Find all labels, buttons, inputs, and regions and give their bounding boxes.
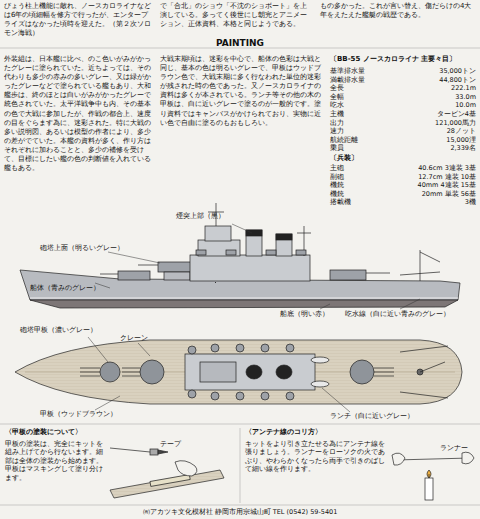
spec-cell: 44,800トン xyxy=(392,76,476,84)
spec-cell: 機銃 xyxy=(330,190,370,198)
part-label: 煙突上部（黒） xyxy=(176,212,256,220)
spec-cell: 35,000トン xyxy=(392,67,476,75)
spec-cell: 機銃 xyxy=(330,181,370,189)
spec-cell: 33.0m xyxy=(392,93,476,101)
spec-cell: 搭載機 xyxy=(330,198,370,206)
body-text: びょう柱上機能に敵れ、ノースカロライナなどは6年の頃細幅を修方で行ったが、エンタ… xyxy=(4,2,154,38)
part-label: 甲板（ウッドブラウン） xyxy=(40,410,140,418)
spec-cell: 121,000馬力 xyxy=(392,119,476,127)
spec-cell: 28ノット xyxy=(392,127,476,135)
spec-cell: 40mm 4連装 15基 xyxy=(370,181,476,189)
spec-cell: 航続距離 xyxy=(330,136,392,144)
spec-cell: 出力 xyxy=(330,119,392,127)
spec-cell: 主砲 xyxy=(330,164,370,172)
body-text: 大戦末期頃は、迷彩を中心で、船体の色彩は大戦と同じ、基本の色は明るいグレーで、甲… xyxy=(160,55,322,128)
spec-cell: 40.6cm 3連装 3基 xyxy=(370,164,476,172)
part-label: テープ xyxy=(160,440,200,448)
spec-cell: 速力 xyxy=(330,127,392,135)
body-text: もの多かった。これが言い替え、傷だらけの4大年をえたえた艦艇の戦歴である。 xyxy=(320,2,476,20)
part-label: 吃水線（白に近い青みのグレー） xyxy=(345,310,475,318)
spec-cell: 〔BB-55 ノースカロライナ 主要々目〕 xyxy=(330,55,478,64)
spec-cell: 12.7cm 連装 10基 xyxy=(370,173,476,181)
part-label: ランナー xyxy=(440,444,478,452)
part-label: 船底（明い赤） xyxy=(280,310,340,318)
spec-cell: タービン4基 xyxy=(392,110,476,118)
part-label: 〈甲板の塗装について〉 xyxy=(5,428,125,437)
spec-cell: 2,339名 xyxy=(392,144,476,152)
spec-cell: 20mm 単装 56基 xyxy=(370,190,476,198)
spec-cell: 主機 xyxy=(330,110,392,118)
spec-cell: 副砲 xyxy=(330,173,370,181)
part-label: キットをより引き立たせる為にアンテナ線を張りましょう。ランナーをローソクの火であ… xyxy=(245,440,385,474)
spec-cell: 10.0m xyxy=(392,101,476,109)
spec-cell: 222.1m xyxy=(392,84,476,92)
spec-cell: 3機 xyxy=(370,198,476,206)
part-label: 砲塔上面（明るいグレー） xyxy=(40,244,130,252)
part-label: 甲板の塗装は、完全にキットを組み上げてから行ないます。細部は全体の塗装から始めま… xyxy=(5,440,105,482)
spec-cell: 基準排水量 xyxy=(330,67,392,75)
spec-cell: 〔兵装〕 xyxy=(330,154,410,163)
spec-cell: 全幅 xyxy=(330,93,392,101)
spec-cell: 15,000浬 xyxy=(392,136,476,144)
page-heading: PAINTING xyxy=(180,38,300,50)
part-label: 船体（青みのグレー） xyxy=(30,284,120,292)
spec-cell: 乗員 xyxy=(330,144,392,152)
spec-cell: 吃水 xyxy=(330,101,392,109)
spec-cell: 全長 xyxy=(330,84,392,92)
body-text: で「合北」のショウ「不沈のショボート」を上演している。多ってく後世にし朝完とアニ… xyxy=(160,2,312,29)
spec-cell: 満載排水量 xyxy=(330,76,392,84)
part-label: ランチ（白に近いグレー） xyxy=(330,412,440,420)
part-label: 砲塔甲板（濃いグレー） xyxy=(20,326,110,334)
body-text: 外装組は、日本艦に比べ、のこ色いがみがかったグレーに塗られていた。近ちよっては、… xyxy=(4,55,154,173)
part-label: 〈アンテナ線のコリ方〉 xyxy=(245,428,375,437)
part-label: クレーン xyxy=(120,334,170,342)
part-label: ㈲アカツキ文化模材社 静岡市用宗城山町 TEL (0542) 59-5401 xyxy=(90,508,390,516)
